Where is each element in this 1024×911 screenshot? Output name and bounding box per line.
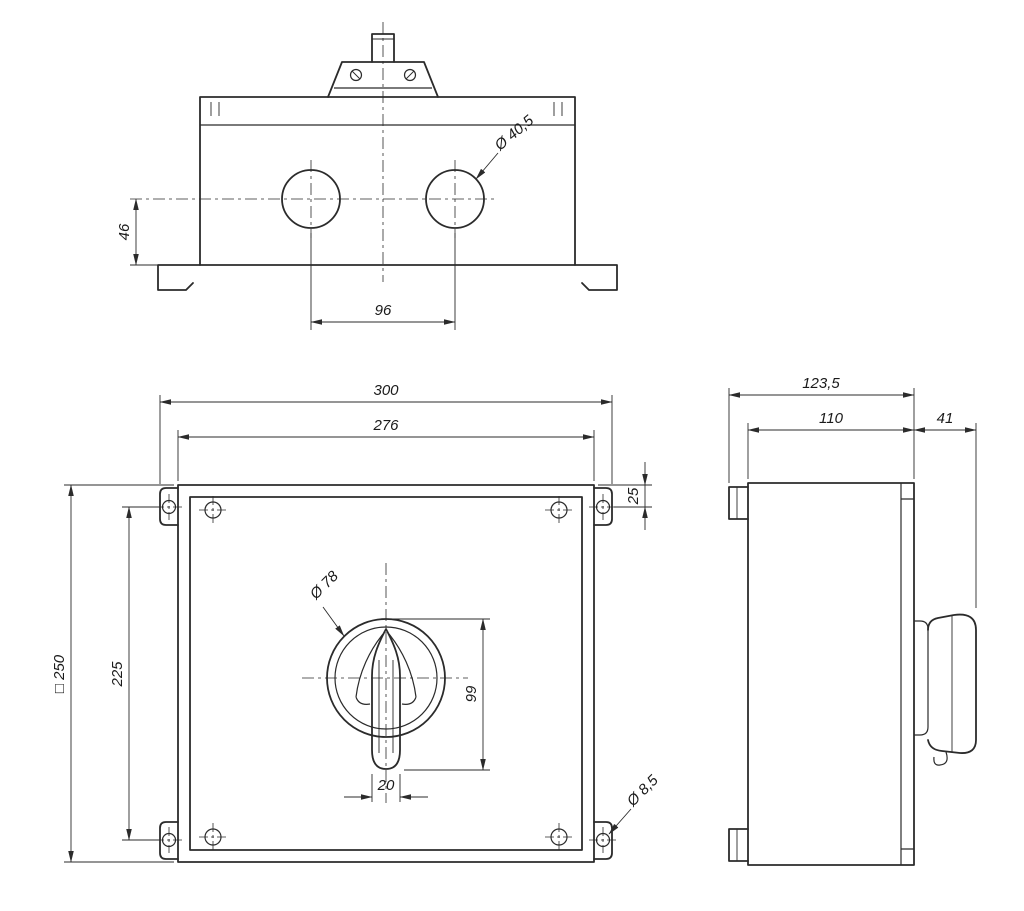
- side-knob-bezel: [914, 620, 929, 736]
- side-outline: [728, 482, 915, 866]
- dim-handle-protrusion: 41: [913, 410, 977, 608]
- dim-text-300: 300: [373, 382, 399, 399]
- dim-text-78: Ø 78: [306, 567, 342, 603]
- dim-text-8-5: Ø 8,5: [623, 771, 662, 810]
- leader-line: [322, 606, 345, 637]
- front-lid: [189, 496, 583, 851]
- dim-handle-diameter: Ø 78: [306, 567, 345, 637]
- dim-text-276: 276: [372, 417, 399, 434]
- dim-text-225: 225: [109, 661, 126, 688]
- bracket-screw-left: [349, 68, 363, 82]
- ext-lines: [728, 388, 915, 483]
- ext-lines: [310, 233, 456, 330]
- dim-handle-width: 20: [344, 774, 428, 802]
- dim-hole-spacing-vertical: 225: [109, 506, 160, 841]
- leader-line: [475, 152, 499, 180]
- dim-text-hole-diameter: Ø 40,5: [491, 112, 538, 155]
- dim-center-to-bottom: 46: [116, 198, 158, 266]
- dim-flange-hole-diameter: Ø 8,5: [608, 771, 662, 835]
- dim-text-250: □ 250: [51, 654, 68, 693]
- side-handle: [914, 613, 977, 766]
- ext-lines: [392, 618, 490, 771]
- side-body: [747, 482, 915, 866]
- ext-lines: [122, 506, 160, 841]
- bracket-screw-slots: [351, 70, 415, 80]
- dim-text-96: 96: [375, 302, 392, 319]
- front-centerlines: [302, 563, 468, 803]
- ear-bottom-left: [159, 821, 179, 860]
- dim-handle-reach: 99: [392, 618, 490, 771]
- dim-flange-hole-offset: 25: [598, 462, 652, 530]
- dim-text-20: 20: [377, 777, 395, 794]
- ext-lines: [177, 430, 595, 481]
- ext-lines: [64, 484, 174, 863]
- side-lever: [927, 613, 977, 754]
- side-flange-top: [728, 486, 749, 520]
- top-body: [199, 96, 576, 266]
- side-view: 123,5 110 41: [728, 375, 977, 866]
- top-view-outline: [157, 96, 618, 291]
- knob-lever: [371, 628, 401, 770]
- dim-text-110: 110: [819, 410, 844, 427]
- ear-bottom-right: [593, 821, 613, 860]
- dim-body-depth: 110: [747, 410, 915, 479]
- side-flange-bottom: [728, 828, 749, 862]
- side-lever-hook: [933, 751, 948, 766]
- dim-overall-width: 300: [159, 382, 613, 484]
- dim-overall-depth: 123,5: [728, 375, 915, 483]
- front-view: 300 276 25 225 □ 250: [51, 382, 662, 863]
- front-body: [177, 484, 595, 863]
- bracket-screw-right: [403, 68, 417, 82]
- top-corner-slots: [210, 102, 563, 116]
- dim-hole-spacing: 96: [310, 233, 456, 330]
- top-view: Ø 40,5 46 96: [116, 22, 618, 330]
- top-shaft-assembly: [327, 33, 439, 98]
- knob-lever-contours: [378, 660, 394, 753]
- dim-text-123-5: 123,5: [802, 375, 840, 392]
- ear-top-left: [159, 487, 179, 526]
- top-centerlines: [130, 22, 494, 282]
- top-foot-left: [157, 264, 201, 291]
- top-foot-right: [574, 264, 618, 291]
- dim-text-99: 99: [463, 685, 480, 702]
- dim-text-41: 41: [937, 410, 954, 427]
- dim-text-25: 25: [625, 487, 642, 505]
- dim-square-size: □ 250: [51, 484, 174, 863]
- ext-lines: [159, 395, 613, 484]
- ear-top-right: [593, 487, 613, 526]
- side-lid-joint: [900, 483, 914, 865]
- leader-line: [608, 808, 632, 835]
- knob-lever-wings: [355, 633, 417, 705]
- front-outline: [159, 484, 613, 863]
- dim-body-width: 276: [177, 417, 595, 481]
- dim-hole-diameter: Ø 40,5: [475, 112, 538, 180]
- dim-text-46: 46: [116, 223, 133, 240]
- front-hole-centermarks: [155, 494, 617, 853]
